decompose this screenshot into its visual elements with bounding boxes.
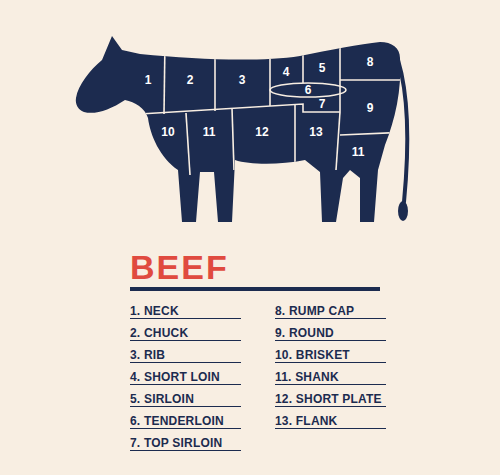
callout-number: 10 xyxy=(161,126,174,138)
callout-number: 7 xyxy=(319,98,326,110)
callout-number: 12 xyxy=(255,126,268,138)
cut-name: 4. SHORT LOIN xyxy=(130,370,241,385)
callout-number: 2 xyxy=(187,74,194,86)
cut-name: 12. SHORT PLATE xyxy=(275,392,386,407)
callout-number: 4 xyxy=(283,66,290,78)
cut-line xyxy=(214,40,216,111)
cut-line xyxy=(339,30,341,112)
cut-line xyxy=(302,40,304,83)
callout-number: 6 xyxy=(305,84,312,96)
diagram-title: BEEF xyxy=(130,250,229,284)
cut-line xyxy=(270,83,346,97)
cut-line xyxy=(232,108,234,170)
callout-number: 11 xyxy=(352,146,365,158)
cut-name: 7. TOP SIRLOIN xyxy=(130,436,241,451)
cut-line xyxy=(294,104,296,170)
cut-line xyxy=(336,112,340,170)
cut-name: 2. CHUCK xyxy=(130,326,241,341)
callout-number: 1 xyxy=(145,74,152,86)
callout-number: 11 xyxy=(203,126,216,138)
cut-line xyxy=(340,79,410,81)
cut-name: 8. RUMP CAP xyxy=(275,304,386,319)
cut-name: 1. NECK xyxy=(130,304,241,319)
cut-line xyxy=(186,113,190,175)
callout-number: 9 xyxy=(367,102,374,114)
cut-line xyxy=(140,104,340,114)
cut-line xyxy=(164,40,165,114)
cut-name: 13. FLANK xyxy=(275,414,386,429)
callout-number: 13 xyxy=(309,126,322,138)
cow-body xyxy=(76,36,401,222)
tail-tuft xyxy=(398,201,408,221)
cut-name: 5. SIRLOIN xyxy=(130,392,241,407)
callout-number: 3 xyxy=(239,74,246,86)
title-rule xyxy=(130,287,380,291)
cut-name: 3. RIB xyxy=(130,348,241,363)
cut-line xyxy=(340,132,410,135)
cut-name: 10. BRISKET xyxy=(275,348,386,363)
cut-name: 9. ROUND xyxy=(275,326,386,341)
cut-name: 11. SHANK xyxy=(275,370,386,385)
cut-name: 6. TENDERLOIN xyxy=(130,414,241,429)
callout-number: 5 xyxy=(319,62,326,74)
callout-number: 8 xyxy=(367,56,374,68)
cut-lines xyxy=(140,30,410,175)
cut-line xyxy=(269,40,271,106)
